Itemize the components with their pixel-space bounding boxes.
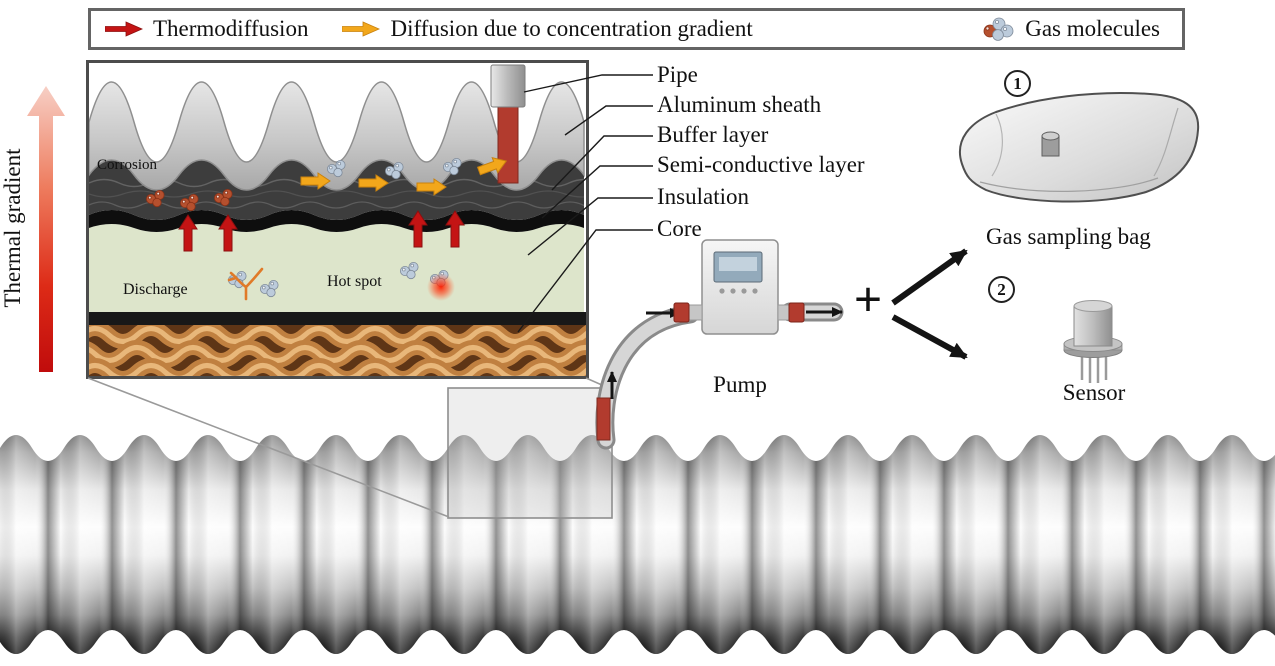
sampling-tube <box>595 304 700 450</box>
legend-label-gas-molecules: Gas molecules <box>1025 16 1160 41</box>
sensor-label: Sensor <box>1062 380 1126 405</box>
semi-conductive-layer <box>89 210 584 232</box>
hot-spot-glow <box>427 273 455 301</box>
legend-item-thermodiffusion: Thermodiffusion <box>105 16 308 42</box>
sensor-pins <box>1080 354 1108 383</box>
plus-sign: + <box>853 271 883 327</box>
legend: Thermodiffusion Diffusion due to concent… <box>88 8 1185 50</box>
discharge-label: Discharge <box>123 281 188 298</box>
label-semi-conductive-layer: Semi-conductive layer <box>657 152 865 177</box>
gas-sampling-bag-label: Gas sampling bag <box>986 224 1151 249</box>
sensor-graphic <box>1063 300 1123 383</box>
legend-label-thermodiffusion: Thermodiffusion <box>153 16 309 41</box>
zoom-line-left <box>87 377 450 518</box>
legend-item-concentration-diffusion: Diffusion due to concentration gradient <box>342 16 753 42</box>
label-buffer-layer: Buffer layer <box>657 122 769 147</box>
thermal-gradient-arrow <box>27 86 65 372</box>
cable-cross-section-inset: Corrosion Discharge Hot spot <box>86 60 589 379</box>
zoom-region-rect <box>447 387 613 519</box>
corrosion-label: Corrosion <box>97 157 158 173</box>
core-conductor <box>89 325 586 376</box>
zoom-line-right <box>585 377 612 390</box>
cable-corrugation-shading <box>0 435 1275 654</box>
insulation-layer <box>89 224 584 312</box>
label-pipe: Pipe <box>657 62 698 87</box>
corrugated-cable-graphic <box>0 435 1275 654</box>
label-insulation: Insulation <box>657 184 749 209</box>
zoom-region <box>87 377 613 519</box>
pump-graphic <box>673 239 844 335</box>
gas-molecules-icon <box>983 17 1014 41</box>
cable-body <box>0 435 1275 654</box>
arrow-to-sampling-bag <box>891 248 968 306</box>
label-core: Core <box>657 216 702 241</box>
cable-sampling-pipe <box>596 397 611 441</box>
legend-label-concentration-diffusion: Diffusion due to concentration gradient <box>390 16 753 41</box>
discharge-graphic <box>227 267 264 301</box>
arrow-to-sensor <box>891 314 968 360</box>
inner-semiconductive-layer <box>89 312 586 325</box>
bag-valve <box>1041 135 1060 157</box>
pump-label: Pump <box>713 372 767 397</box>
label-aluminum-sheath: Aluminum sheath <box>657 92 822 117</box>
concentration-diffusion-arrow-icon <box>342 21 381 37</box>
pump-display <box>713 251 763 283</box>
option-1-marker: 1 <box>1004 70 1031 97</box>
gas-sampling-bag-graphic <box>959 91 1200 203</box>
thermodiffusion-arrow-icon <box>105 21 143 37</box>
inset-graphic: Corrosion Discharge Hot spot <box>88 63 586 376</box>
option-2-marker: 2 <box>988 276 1015 303</box>
thermal-gradient-label: Thermal gradient <box>0 148 25 308</box>
legend-item-gas-molecules: Gas molecules <box>981 16 1160 42</box>
hot-spot-label: Hot spot <box>327 273 382 290</box>
